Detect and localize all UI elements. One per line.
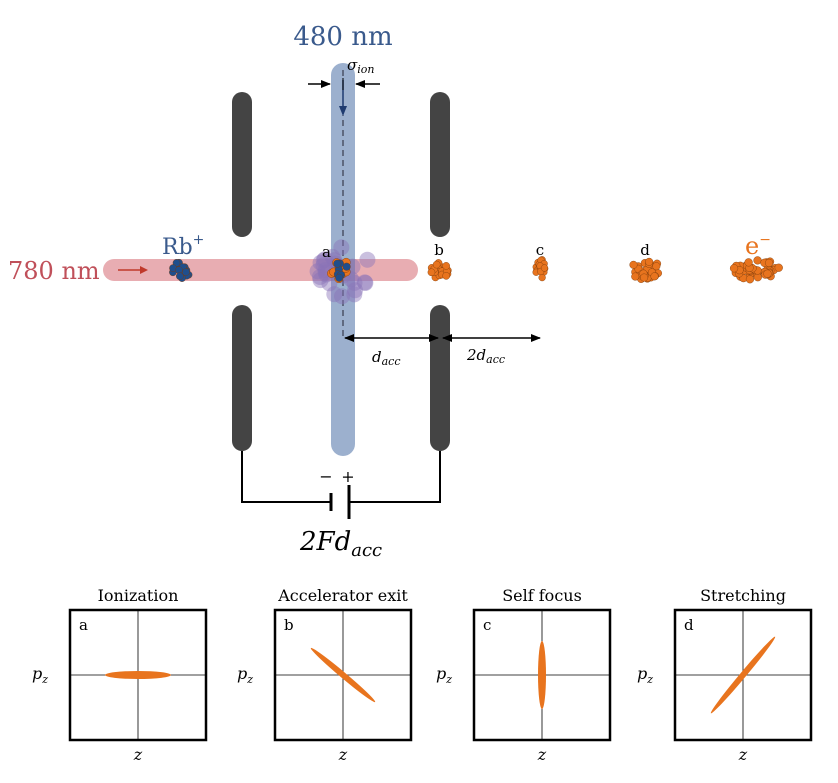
electron xyxy=(538,274,546,282)
phase-space-ellipse xyxy=(710,636,776,714)
panel-title: Self focus xyxy=(502,586,582,605)
electron xyxy=(652,262,661,271)
electrode-left-top xyxy=(232,92,252,237)
circuit-wire-right xyxy=(350,451,441,503)
red-beam-label: 780 nm xyxy=(8,257,100,285)
cloud-blob xyxy=(321,275,338,292)
electron-bunch-b xyxy=(427,259,452,282)
blue-arrowhead xyxy=(339,106,347,116)
sigma-label: σion xyxy=(347,56,374,76)
panel-letter: b xyxy=(284,616,294,634)
electrode-right-top xyxy=(430,92,450,237)
cloud-blob xyxy=(311,268,328,285)
electrode-right-bottom xyxy=(430,305,450,451)
electron xyxy=(540,264,549,272)
electron xyxy=(729,264,739,273)
cloud-blob xyxy=(315,252,332,269)
panel-xlabel: z xyxy=(738,745,748,764)
electron xyxy=(640,273,649,282)
electron xyxy=(432,260,441,269)
panel-ylabel: pz xyxy=(637,664,653,686)
panel-xlabel: z xyxy=(338,745,348,764)
cloud-blob xyxy=(347,282,364,299)
bunch-label-a: a xyxy=(322,243,331,261)
panel-ylabel: pz xyxy=(237,664,253,686)
panel-b: Accelerator exit b pz z xyxy=(237,586,413,764)
panel-letter: c xyxy=(483,616,491,634)
panel-d: Stretching d pz z xyxy=(637,586,813,764)
circuit-wire-left xyxy=(241,451,330,503)
center-ion xyxy=(335,273,344,282)
electron xyxy=(763,269,772,278)
electron xyxy=(427,268,436,277)
electron xyxy=(744,258,753,267)
cloud-blob xyxy=(309,263,326,280)
center-bunch xyxy=(327,257,351,284)
panel-xlabel: z xyxy=(537,745,547,764)
electron-bunch-c xyxy=(532,256,549,282)
battery-minus: − xyxy=(319,467,332,486)
electron xyxy=(774,263,783,272)
electron xyxy=(764,258,774,268)
cloud-blob xyxy=(359,251,376,268)
rb-label: Rb+ xyxy=(162,232,204,260)
cloud-blob xyxy=(315,257,332,274)
panel-a: Ionization a pz z xyxy=(32,586,208,764)
rb-ion-cluster xyxy=(169,258,193,282)
phase-space-ellipse xyxy=(310,647,376,703)
electron xyxy=(745,275,755,284)
cloud-blob xyxy=(346,274,363,291)
panel-letter: d xyxy=(684,616,694,634)
2dacc-label: 2dacc xyxy=(466,346,505,366)
rb-ion xyxy=(172,259,181,267)
panel-title: Stretching xyxy=(700,586,786,605)
panel-title: Accelerator exit xyxy=(277,586,408,605)
phase-space-ellipse xyxy=(538,641,546,709)
cloud-blob xyxy=(333,239,350,256)
panel-xlabel: z xyxy=(133,745,143,764)
panel-letter: a xyxy=(79,616,88,634)
center-ion xyxy=(342,262,351,271)
battery-plus: + xyxy=(341,467,354,486)
rb-ion xyxy=(176,272,184,280)
bunch-label-d: d xyxy=(640,241,650,259)
cloud-blob xyxy=(334,288,351,305)
electron-label: e− xyxy=(745,232,771,260)
cloud-blob xyxy=(316,251,333,268)
blue-beam-label: 480 nm xyxy=(293,22,392,52)
electron xyxy=(631,272,640,281)
electron xyxy=(650,272,659,281)
phase-space-ellipse xyxy=(105,671,171,679)
panel-ylabel: pz xyxy=(436,664,452,686)
cloud-blob xyxy=(312,254,329,271)
electron-bunch-d xyxy=(629,257,662,283)
cloud-blob xyxy=(357,274,374,291)
rb-ion xyxy=(182,268,190,276)
electron xyxy=(645,257,654,266)
cloud-blob xyxy=(346,286,363,303)
panel-title: Ionization xyxy=(98,586,179,605)
dacc-label: dacc xyxy=(372,348,401,368)
electron xyxy=(442,272,451,280)
cloud-blob xyxy=(326,286,343,303)
bunch-label-b: b xyxy=(434,241,444,259)
panel-ylabel: pz xyxy=(32,664,48,686)
cloud-blob xyxy=(356,274,373,291)
voltage-label: 2Fdacc xyxy=(299,527,382,561)
bunch-label-c: c xyxy=(536,241,544,259)
panel-c: Self focus c pz z xyxy=(436,586,612,764)
electron xyxy=(442,262,450,270)
electron-bunch-final xyxy=(729,256,783,284)
cloud-blob xyxy=(312,272,329,289)
electron xyxy=(629,260,638,269)
red-arrowhead xyxy=(140,266,148,274)
center-ion xyxy=(333,259,342,268)
electrode-left-bottom xyxy=(232,305,252,451)
